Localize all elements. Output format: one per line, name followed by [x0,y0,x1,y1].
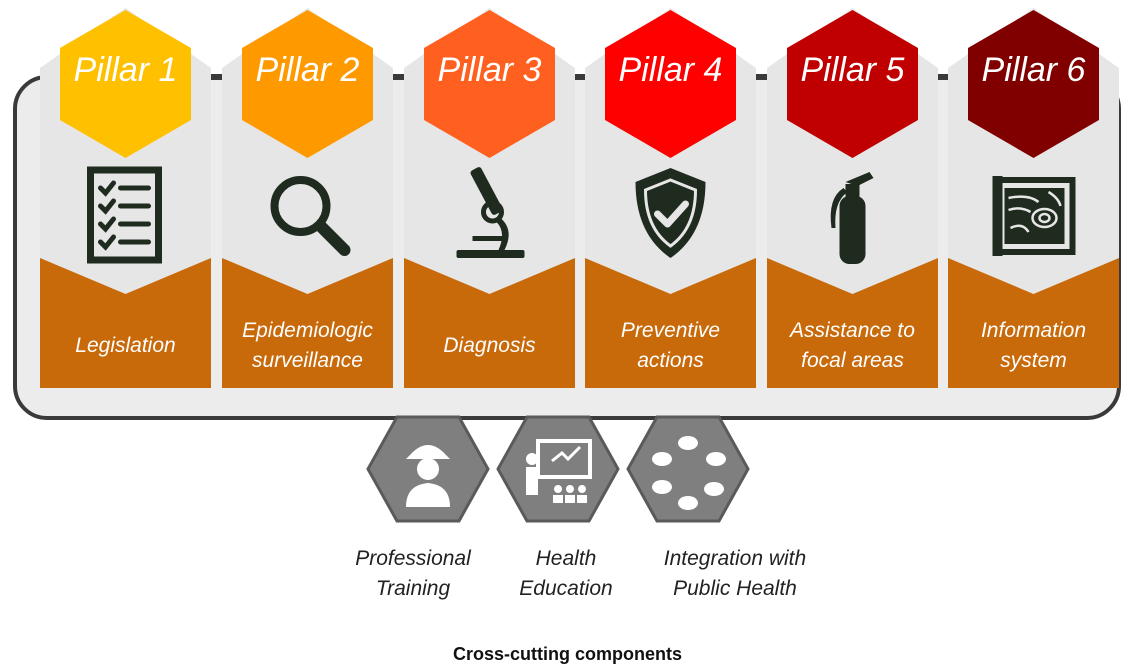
worker-icon [366,415,490,523]
pillar-label-band [767,258,938,388]
pillar-connector [756,74,767,80]
pillar-label-band [585,258,756,388]
teacher-icon [496,415,620,523]
pillar-shape [40,8,211,388]
pillar-5: Pillar 5 Assistance to focal areas [767,8,938,388]
pillar-label-band [404,258,575,388]
microscope-icon [444,158,535,268]
pillar-1: Pillar 1 Legislation [40,8,211,388]
pillar-label: Epidemiologic surveillance [242,319,373,372]
pillar-connector [938,74,948,80]
checklist-icon [80,158,171,268]
fire-extinguisher-icon [807,158,898,268]
shield-check-icon [625,158,716,268]
pillar-4: Pillar 4 Preventive actions [585,8,756,388]
pillar-2: Pillar 2 Epidemiologic surveillance [222,8,393,388]
pillar-title: Pillar 4 [618,51,723,89]
pillar-title: Pillar 2 [255,51,360,89]
map-icon [988,158,1079,268]
pillar-title: Pillar 6 [981,51,1086,89]
pillar-label-band [40,258,211,388]
pillar-title-hexagon [605,10,736,158]
cross-cutting-label: Professional Training [355,547,471,600]
pillar-title: Pillar 1 [73,51,178,89]
pillar-connector [211,74,222,80]
pillar-connector [393,74,404,80]
pillar-title-hexagon [968,10,1099,158]
cross-cutting-title: Cross-cutting components [452,644,682,664]
pillar-label: Information system [980,319,1087,372]
pillar-3: Pillar 3 Diagnosis [404,8,575,388]
pillar-6: Pillar 6 Information system [948,8,1119,388]
pillar-label-band [948,258,1119,388]
cross-cutting-label: Integration with Public Health [663,547,807,600]
pillar-shape [948,8,1119,388]
pillar-title-hexagon [242,10,373,158]
pillar-title: Pillar 3 [437,51,542,89]
pillar-label: Legislation [75,334,176,357]
pillar-title-hexagon [787,10,918,158]
pillar-label: Preventive actions [620,319,721,372]
pillar-title-hexagon [60,10,191,158]
cross-cutting-label: Health Education [519,547,613,600]
pillar-label: Assistance to focal areas [790,319,915,372]
pillar-shape [222,8,393,388]
pillar-connector [575,74,585,80]
pillar-title: Pillar 5 [800,51,905,89]
pillar-label: Diagnosis [443,334,536,357]
pillar-shape [404,8,575,388]
pillar-label-band [222,258,393,388]
hands-circle-icon [626,415,750,523]
pillar-title-hexagon [424,10,555,158]
magnifier-icon [262,158,353,268]
